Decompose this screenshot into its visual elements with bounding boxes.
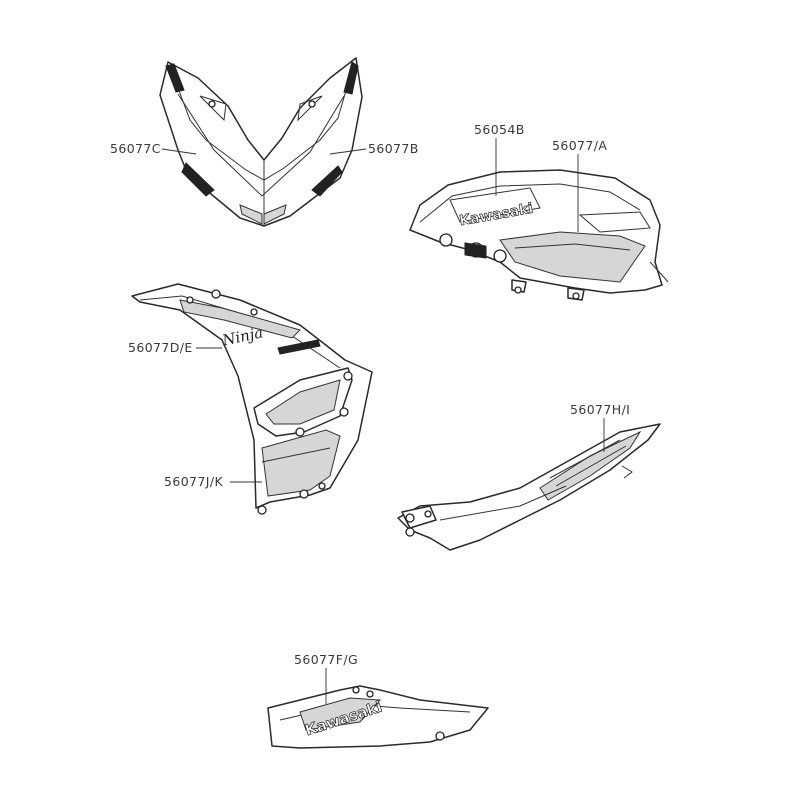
- label-56077j-k: 56077J/K: [164, 474, 224, 489]
- tail-cowl: [397, 423, 661, 551]
- belly-pan: Kawasaki: [267, 685, 489, 749]
- label-56077f-g: 56077F/G: [294, 652, 359, 667]
- side-fairing: Ninja: [131, 283, 373, 515]
- label-56077c: 56077C: [110, 141, 161, 156]
- fuel-tank: Kawasaki: [409, 169, 669, 301]
- label-56077d-e: 56077D/E: [128, 340, 193, 355]
- label-56077h-i: 56077H/I: [570, 402, 631, 417]
- front-cowl: [159, 57, 363, 227]
- label-56077b: 56077B: [368, 141, 419, 156]
- label-56077-a: 56077/A: [552, 138, 608, 153]
- label-56054b: 56054B: [474, 122, 525, 137]
- leader-lines: [161, 138, 605, 704]
